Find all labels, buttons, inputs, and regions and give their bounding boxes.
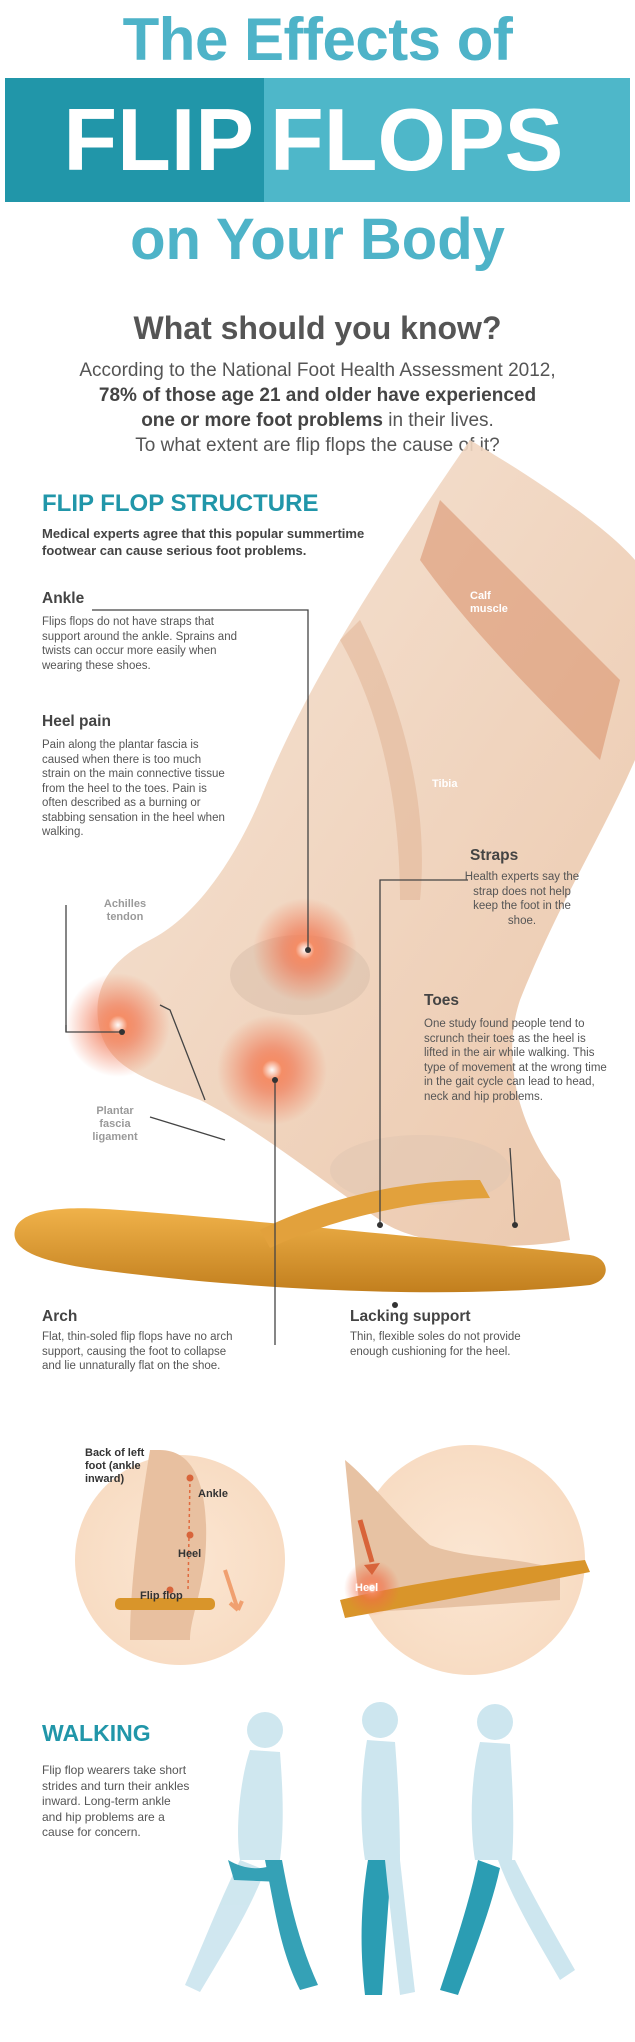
- flip-flop-illustration: [14, 1180, 606, 1293]
- achilles-label: Achilles tendon: [103, 898, 147, 923]
- lacking-support-heading: Lacking support: [350, 1308, 471, 1325]
- tibia-label: Tibia: [432, 778, 458, 790]
- walking-title: WALKING: [42, 1720, 151, 1746]
- toes-heading: Toes: [424, 992, 460, 1009]
- intro-line-1: According to the National Foot Health As…: [79, 360, 556, 381]
- intro-line-4: To what extent are flip flops the cause …: [135, 435, 500, 456]
- calf-muscle-shape: [420, 500, 620, 760]
- detail-right-heel-label: Heel: [355, 1582, 379, 1594]
- lacking-support-text: Thin, flexible soles do not provide enou…: [350, 1331, 521, 1358]
- leader-lines: [65, 609, 516, 1345]
- title-bottom: on Your Body: [130, 207, 505, 272]
- walking-figures: [185, 1702, 575, 1995]
- title-flip: FLIP: [5, 78, 264, 202]
- detail-heel-label: Heel: [178, 1548, 202, 1560]
- intro-paragraph: According to the National Foot Health As…: [40, 358, 595, 458]
- intro-question: What should you know?: [133, 310, 502, 346]
- arch-heading: Arch: [42, 1308, 78, 1325]
- calf-muscle-label: Calf muscle: [470, 590, 508, 615]
- title-top: The Effects of: [122, 6, 513, 73]
- ankle-text: Flips flops do not have straps that supp…: [42, 616, 237, 672]
- walking-text: Flip flop wearers take short strides and…: [42, 1763, 190, 1839]
- back-of-foot-label: Back of left foot (ankle inward): [85, 1447, 145, 1485]
- heel-pain-heading: Heel pain: [42, 713, 111, 730]
- straps-text: Health experts say the strap does not he…: [464, 871, 580, 927]
- detail-circle-right: [340, 1445, 590, 1675]
- heel-pain-text: Pain along the plantar fascia is caused …: [42, 739, 225, 838]
- structure-subtitle: Medical experts agree that this popular …: [42, 526, 365, 558]
- detail-flipflop-label: Flip flop: [140, 1590, 183, 1602]
- intro-line-3-bold: one or more foot problems: [141, 410, 383, 431]
- pain-point-heel: [66, 973, 170, 1077]
- tibia-shape: [340, 620, 422, 900]
- intro-stat: 78% of those age 21 and older have exper…: [98, 385, 537, 406]
- plantar-label: Plantar fascia ligament: [92, 1105, 138, 1143]
- detail-ankle-label: Ankle: [198, 1488, 228, 1500]
- straps-heading: Straps: [470, 847, 519, 864]
- toes-text: One study found people tend to scrunch t…: [424, 1018, 607, 1103]
- title-banner: FLIP FLOPS: [5, 78, 630, 202]
- ankle-heading: Ankle: [42, 590, 85, 607]
- pain-point-arch: [217, 1015, 327, 1125]
- detail-circle-left: [75, 1450, 285, 1665]
- arch-text: Flat, thin-soled flip flops have no arch…: [42, 1331, 233, 1372]
- title-flops: FLOPS: [264, 78, 630, 202]
- structure-title: FLIP FLOP STRUCTURE: [42, 490, 319, 517]
- intro-line-3-rest: in their lives.: [382, 410, 494, 431]
